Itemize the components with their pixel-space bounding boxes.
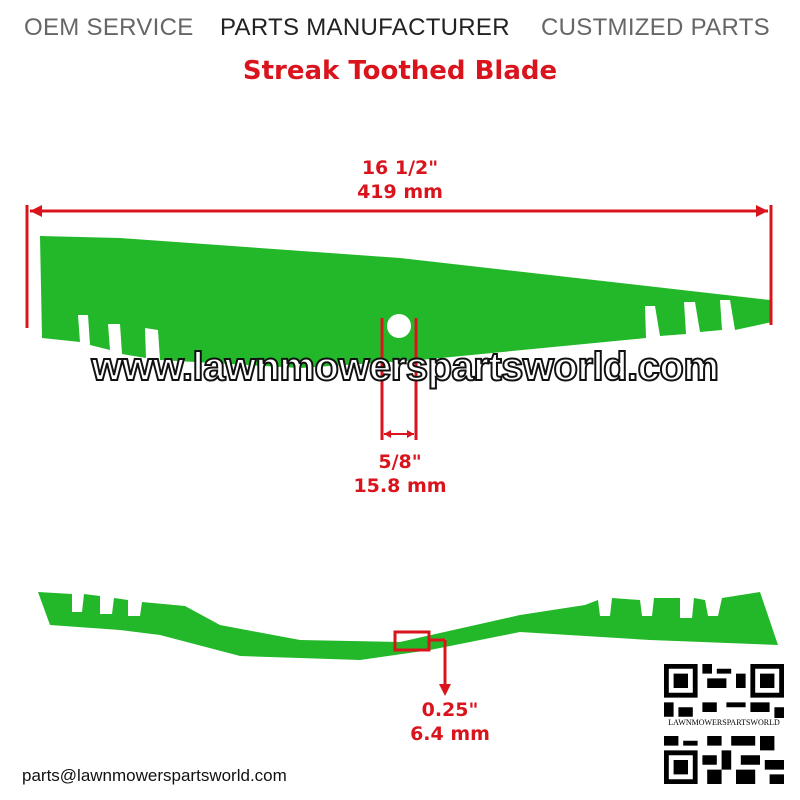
blade-top-view — [40, 236, 772, 368]
header-parts-manufacturer: PARTS MANUFACTURER — [220, 14, 510, 41]
hole-label: 5/8" 15.8 mm — [330, 450, 470, 498]
header-customized-parts: CUSTMIZED PARTS — [541, 14, 770, 41]
hole-inch: 5/8" — [378, 451, 422, 473]
thickness-label: 0.25" 6.4 mm — [380, 698, 520, 746]
header-oem-service: OEM SERVICE — [24, 14, 194, 41]
watermark: www.lawnmowerspartsworld.com — [91, 344, 720, 390]
thickness-mm: 6.4 mm — [410, 723, 490, 745]
length-mm: 419 mm — [357, 181, 443, 203]
hole-mm: 15.8 mm — [353, 475, 447, 497]
length-inch: 16 1/2" — [361, 157, 439, 179]
thickness-inch: 0.25" — [421, 699, 479, 721]
length-label: 16 1/2" 419 mm — [330, 156, 470, 204]
contact-email[interactable]: parts@lawnmowerspartsworld.com — [22, 766, 287, 785]
thickness-arrow — [439, 684, 451, 696]
blade-side-view — [38, 592, 778, 660]
qr-label: LAWNMOWERSPARTSWORLD — [664, 718, 784, 727]
mounting-hole — [387, 314, 411, 338]
product-title: Streak Toothed Blade — [242, 56, 558, 86]
